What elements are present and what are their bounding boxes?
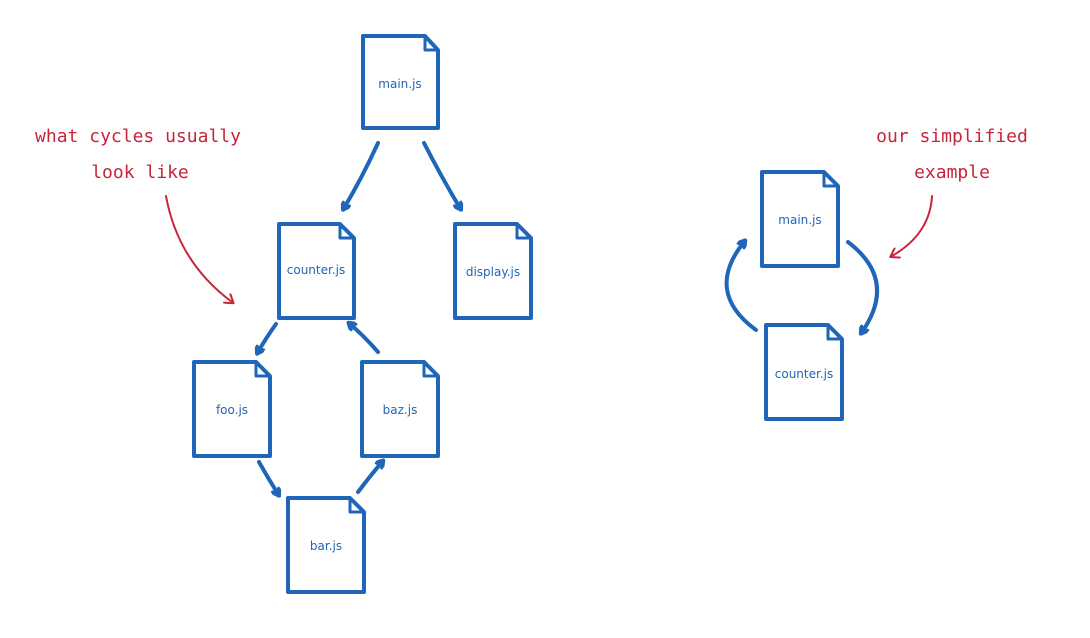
- file-label-bar: bar.js: [310, 539, 342, 553]
- file-icon: [360, 360, 440, 458]
- file-label-foo: foo.js: [216, 403, 248, 417]
- file-label-counter: counter.js: [287, 263, 345, 277]
- file-icon: [192, 360, 272, 458]
- arrow-main-to-counter: [344, 141, 380, 208]
- left-baz-file: baz.js: [360, 360, 440, 458]
- annotation-line-1: what cycles usually: [35, 126, 241, 147]
- right-annotation: our simplified example: [876, 126, 1028, 256]
- arrow-foo-to-bar: [257, 460, 278, 494]
- left-display-file: display.js: [453, 222, 533, 320]
- arrow-counter-to-main: [724, 242, 758, 332]
- arrow-main-to-display: [422, 141, 460, 208]
- annotation-line-2: look like: [91, 162, 189, 183]
- left-counter-file: counter.js: [277, 222, 356, 320]
- file-label-main: main.js: [378, 77, 421, 91]
- file-icon: [361, 34, 440, 130]
- file-icon: [286, 496, 366, 594]
- file-icon: [277, 222, 356, 320]
- left-foo-file: foo.js: [192, 360, 272, 458]
- left-annotation: what cycles usually look like: [35, 126, 241, 302]
- left-main-file: main.js: [361, 34, 440, 130]
- annotation-line-1: our simplified: [876, 126, 1028, 147]
- file-label-display: display.js: [466, 265, 520, 279]
- arrow-main-to-counter: [846, 240, 879, 332]
- file-label-baz: baz.js: [383, 403, 418, 417]
- annotation-line-2: example: [914, 162, 990, 183]
- file-label-main: main.js: [778, 213, 821, 227]
- file-icon: [453, 222, 533, 320]
- right-counter-file: counter.js: [764, 323, 844, 421]
- arrow-counter-to-foo: [258, 322, 278, 352]
- file-icon: [760, 170, 840, 268]
- right-main-file: main.js: [760, 170, 840, 268]
- arrow-baz-to-counter: [350, 324, 380, 354]
- left-bar-file: bar.js: [286, 496, 366, 594]
- annotation-arrow-icon: [165, 195, 232, 302]
- file-label-counter: counter.js: [775, 367, 833, 381]
- arrow-bar-to-baz: [356, 462, 382, 494]
- file-icon: [764, 323, 844, 421]
- annotation-arrow-icon: [892, 195, 933, 256]
